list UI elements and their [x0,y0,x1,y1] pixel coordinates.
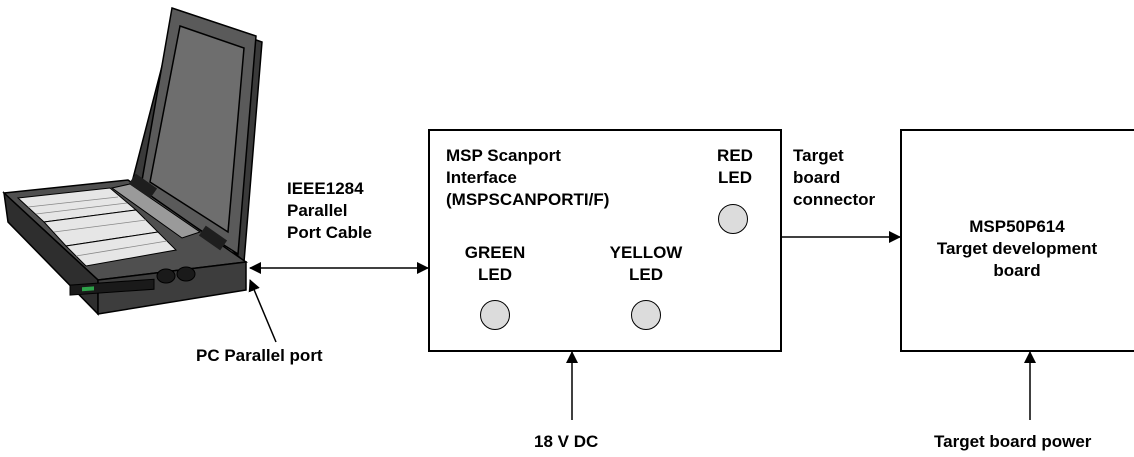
target-board-line1: MSP50P614 [912,216,1122,238]
green-led-label-line2: LED [450,264,540,286]
yellow-led-label-line2: LED [594,264,698,286]
target-board-label: MSP50P614 Target development board [912,216,1122,282]
cable-label: IEEE1284 Parallel Port Cable [287,178,372,244]
red-led-label: RED LED [707,145,763,189]
interface-title-line2: Interface [446,167,609,189]
green-led-label-line1: GREEN [450,242,540,264]
green-led [480,300,510,330]
yellow-led [631,300,661,330]
pc-parallel-port-label: PC Parallel port [196,345,323,367]
pc-port-pointer [250,280,276,342]
red-led [718,204,748,234]
yellow-led-label: YELLOW LED [594,242,698,286]
interface-title-line3: (MSPSCANPORTI/F) [446,189,609,211]
red-led-label-line1: RED [707,145,763,167]
cable-label-line2: Parallel [287,200,372,222]
target-connector-line3: connector [793,189,875,211]
cable-label-line1: IEEE1284 [287,178,372,200]
target-board-line3: board [912,260,1122,282]
power-18v-label: 18 V DC [534,431,598,453]
interface-title: MSP Scanport Interface (MSPSCANPORTI/F) [446,145,609,211]
red-led-label-line2: LED [707,167,763,189]
green-led-label: GREEN LED [450,242,540,286]
target-connector-line1: Target [793,145,875,167]
target-board-line2: Target development [912,238,1122,260]
target-connector-line2: board [793,167,875,189]
cable-label-line3: Port Cable [287,222,372,244]
laptop-icon [4,8,262,314]
target-connector-label: Target board connector [793,145,875,211]
target-power-label: Target board power [934,431,1091,453]
interface-title-line1: MSP Scanport [446,145,609,167]
yellow-led-label-line1: YELLOW [594,242,698,264]
